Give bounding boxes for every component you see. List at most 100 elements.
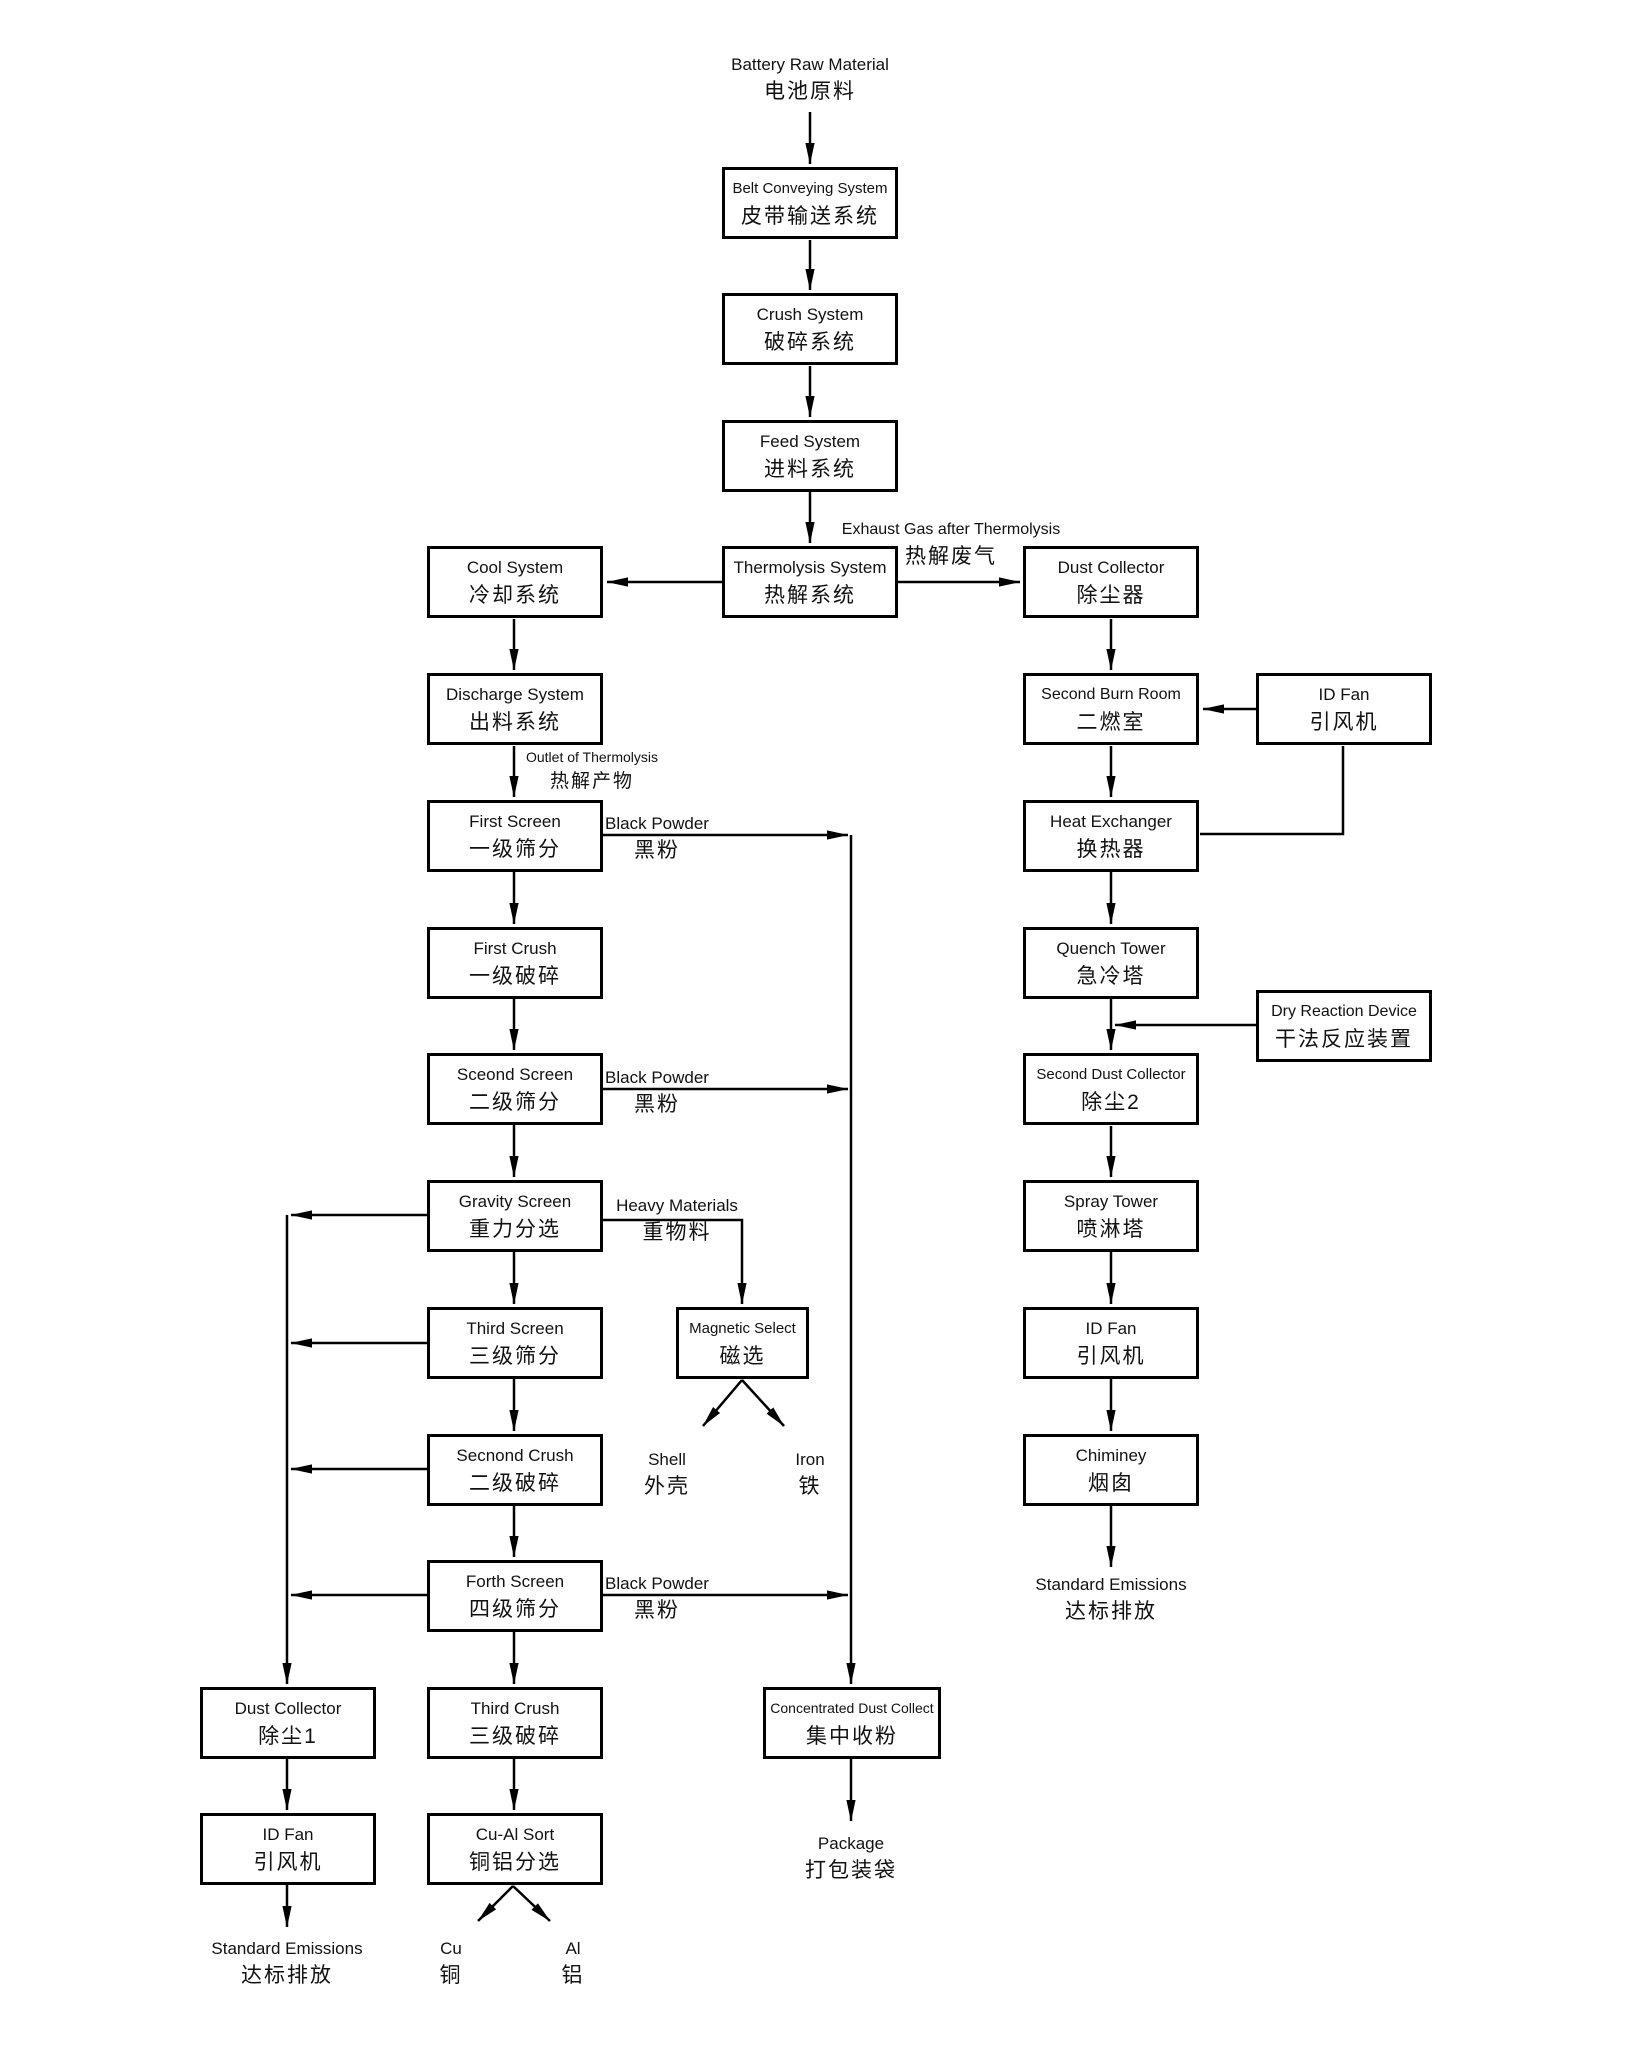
terminal-label-en: Standard Emissions: [211, 1939, 363, 1958]
node-label-en: Forth Screen: [465, 1572, 565, 1591]
edge-label-en: Black Powder: [605, 1068, 709, 1087]
node-cu-al-sort: Cu-Al Sort 铜铝分选: [427, 1813, 603, 1885]
node-id-fan-right: ID Fan 引风机: [1023, 1307, 1199, 1379]
node-chimney: Chiminey 烟囱: [1023, 1434, 1199, 1506]
node-label-en: Third Screen: [466, 1319, 564, 1338]
node-label-zh: 冷却系统: [469, 584, 561, 607]
node-fourth-screen: Forth Screen 四级筛分: [427, 1560, 603, 1632]
node-label-zh: 喷淋塔: [1076, 1218, 1146, 1241]
node-label-zh: 破碎系统: [764, 331, 856, 354]
node-gravity-screen: Gravity Screen 重力分选: [427, 1180, 603, 1252]
terminal-label-en: Shell: [648, 1450, 686, 1469]
node-label-en: Thermolysis System: [733, 558, 887, 577]
node-magnetic-select: Magnetic Select 磁选: [676, 1307, 809, 1379]
node-belt-conveying-system: Belt Conveying System 皮带输送系统: [722, 167, 898, 239]
node-label-zh: 集中收粉: [806, 1725, 898, 1748]
node-third-crush: Third Crush 三级破碎: [427, 1687, 603, 1759]
node-label-zh: 除尘器: [1076, 584, 1146, 607]
node-second-burn-room: Second Burn Room 二燃室: [1023, 673, 1199, 745]
node-label-en: Dust Collector: [234, 1699, 342, 1718]
edge-label-exhaust-gas: Exhaust Gas after Thermolysis 热解废气: [842, 517, 1060, 572]
source-label-zh: 电池原料: [764, 80, 856, 103]
edge-label-zh: 黑粉: [634, 1599, 680, 1622]
terminal-label-en: Cu: [440, 1939, 462, 1958]
node-label-zh: 烟囱: [1088, 1472, 1134, 1495]
node-dust-collector-1: Dust Collector 除尘1: [200, 1687, 376, 1759]
node-first-crush: First Crush 一级破碎: [427, 927, 603, 999]
edge-label-en: Black Powder: [605, 814, 709, 833]
edge-label-black-powder-second: Black Powder 黑粉: [605, 1065, 709, 1120]
edge-label-en: Outlet of Thermolysis: [525, 749, 659, 765]
source-label-en: Battery Raw Material: [731, 55, 889, 74]
edge-label-outlet-of-thermolysis: Outlet of Thermolysis 热解产物: [526, 746, 658, 796]
edge-label-black-powder-forth: Black Powder 黑粉: [605, 1571, 709, 1626]
node-label-en: Secnond Crush: [456, 1446, 574, 1465]
node-label-zh: 四级筛分: [469, 1598, 561, 1621]
node-dry-reaction-device: Dry Reaction Device 干法反应装置: [1256, 990, 1432, 1062]
node-label-en: ID Fan: [1318, 685, 1370, 704]
node-label-en: Cool System: [466, 558, 564, 577]
node-label-zh: 三级破碎: [469, 1725, 561, 1748]
node-label-en: Quench Tower: [1056, 939, 1166, 958]
node-label-zh: 三级筛分: [469, 1345, 561, 1368]
node-label-zh: 引风机: [1309, 711, 1379, 734]
edge-label-zh: 重物料: [642, 1221, 712, 1244]
node-label-zh: 出料系统: [469, 711, 561, 734]
node-quench-tower: Quench Tower 急冷塔: [1023, 927, 1199, 999]
node-label-en: First Crush: [473, 939, 557, 958]
terminal-label-zh: 达标排放: [1065, 1600, 1157, 1623]
node-label-en: Gravity Screen: [458, 1192, 572, 1211]
terminal-label-en: Al: [565, 1939, 581, 1958]
terminal-standard-emissions-right: Standard Emissions 达标排放: [1035, 1572, 1186, 1627]
node-concentrated-dust-collect: Concentrated Dust Collect 集中收粉: [763, 1687, 941, 1759]
node-label-zh: 干法反应装置: [1275, 1028, 1413, 1051]
node-label-zh: 除尘2: [1081, 1091, 1141, 1114]
edge-label-en: Black Powder: [605, 1574, 709, 1593]
node-label-zh: 重力分选: [469, 1218, 561, 1241]
node-label-en: Second Dust Collector: [1036, 1066, 1186, 1083]
terminal-cu: Cu 铜: [440, 1936, 463, 1991]
node-label-en: Dust Collector: [1057, 558, 1165, 577]
node-label-zh: 一级破碎: [469, 965, 561, 988]
node-label-en: Sceond Screen: [456, 1065, 574, 1084]
terminal-package: Package 打包装袋: [805, 1831, 897, 1886]
node-label-en: Discharge System: [446, 685, 584, 704]
edge-label-black-powder-first: Black Powder 黑粉: [605, 811, 709, 866]
node-second-crush: Secnond Crush 二级破碎: [427, 1434, 603, 1506]
node-third-screen: Third Screen 三级筛分: [427, 1307, 603, 1379]
node-label-zh: 一级筛分: [469, 838, 561, 861]
node-label-en: Magnetic Select: [689, 1320, 796, 1337]
node-label-en: Heat Exchanger: [1050, 812, 1172, 831]
node-label-zh: 热解系统: [764, 584, 856, 607]
edge-label-en: Heavy Materials: [616, 1196, 738, 1215]
node-label-zh: 磁选: [719, 1345, 766, 1368]
node-label-zh: 进料系统: [764, 458, 856, 481]
node-label-en: Concentrated Dust Collect: [770, 1700, 934, 1716]
node-label-zh: 引风机: [1076, 1345, 1146, 1368]
terminal-label-zh: 铝: [561, 1964, 585, 1987]
terminal-label-en: Package: [817, 1834, 885, 1853]
node-cool-system: Cool System 冷却系统: [427, 546, 603, 618]
node-feed-system: Feed System 进料系统: [722, 420, 898, 492]
edge-label-en: Exhaust Gas after Thermolysis: [841, 521, 1061, 538]
node-label-en: Belt Conveying System: [732, 180, 888, 197]
node-label-zh: 皮带输送系统: [741, 205, 879, 228]
terminal-label-zh: 铁: [798, 1475, 822, 1498]
edge-label-heavy-materials: Heavy Materials 重物料: [616, 1193, 738, 1248]
node-label-zh: 除尘1: [258, 1725, 318, 1748]
node-label-zh: 急冷塔: [1076, 965, 1146, 988]
node-crush-system: Crush System 破碎系统: [722, 293, 898, 365]
terminal-iron: Iron 铁: [795, 1447, 824, 1502]
node-second-screen: Sceond Screen 二级筛分: [427, 1053, 603, 1125]
node-label-en: Third Crush: [470, 1699, 560, 1718]
node-discharge-system: Discharge System 出料系统: [427, 673, 603, 745]
edge-label-zh: 热解产物: [549, 771, 635, 792]
node-label-en: Spray Tower: [1063, 1192, 1159, 1211]
node-id-fan-top: ID Fan 引风机: [1256, 673, 1432, 745]
node-label-en: Crush System: [756, 305, 864, 324]
node-label-en: ID Fan: [1085, 1319, 1137, 1338]
node-label-zh: 换热器: [1076, 838, 1146, 861]
source-battery-raw-material: Battery Raw Material 电池原料: [731, 52, 889, 107]
node-dust-collector: Dust Collector 除尘器: [1023, 546, 1199, 618]
